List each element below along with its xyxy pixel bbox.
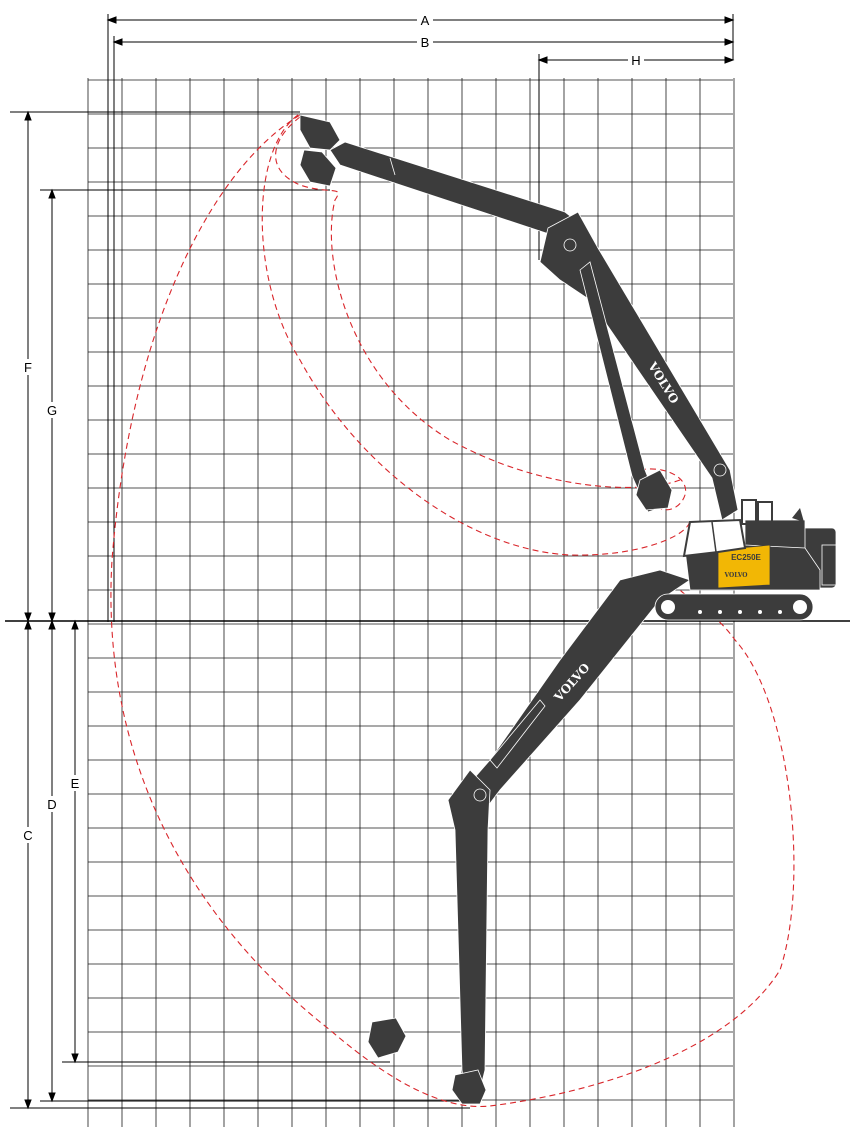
dimension-label-d: D xyxy=(47,797,56,812)
dimension-lines xyxy=(10,14,735,1110)
dimension-label-b: B xyxy=(421,35,430,50)
dimension-label-group: A B H F G C D E xyxy=(20,12,644,843)
dimension-label-e: E xyxy=(71,776,80,791)
exhaust-stack xyxy=(792,508,804,522)
handrails xyxy=(741,499,773,525)
envelope-inner-2 xyxy=(275,116,681,488)
track-rollers xyxy=(661,600,807,614)
dimension-label-f: F xyxy=(24,360,32,375)
excavator-body xyxy=(654,499,837,621)
dimension-label-a: A xyxy=(421,13,430,28)
undercarriage-track xyxy=(654,593,814,621)
dimension-label-g: G xyxy=(47,403,57,418)
envelope-inner-1 xyxy=(261,114,691,556)
boom-upper xyxy=(299,114,739,521)
dimension-label-h: H xyxy=(631,53,640,68)
dimension-label-c: C xyxy=(23,828,32,843)
envelope-outer xyxy=(110,114,795,1108)
yellow-side-panel xyxy=(717,544,771,589)
machine-model: EC250E xyxy=(731,553,761,562)
machine-brand: VOLVO xyxy=(723,572,747,579)
boom-lower xyxy=(367,569,691,1105)
